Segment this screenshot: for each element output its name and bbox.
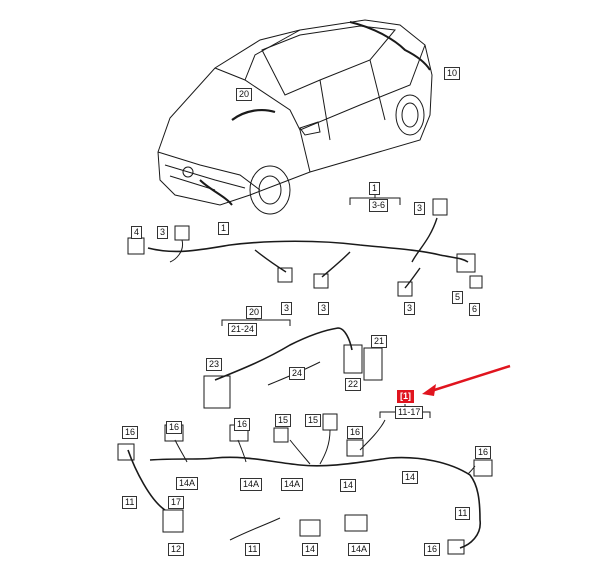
- callout-14A-c: 14A: [281, 478, 304, 491]
- callout-14-b: 14: [402, 471, 419, 484]
- callout-16-e: 16: [347, 426, 364, 439]
- callout-3-mid-a: 3: [281, 302, 293, 315]
- connector-16-a: [117, 443, 135, 461]
- callout-14A-d: 14A: [348, 543, 371, 556]
- callout-16-d: 16: [424, 543, 441, 556]
- callout-12: 12: [168, 543, 185, 556]
- connector-16-e: [346, 439, 364, 457]
- callout-16-a: 16: [122, 426, 139, 439]
- callout-20-top: 20: [236, 88, 253, 101]
- callout-highlight[interactable]: [1]: [397, 390, 414, 403]
- callout-22: 22: [345, 378, 362, 391]
- connector-5: [456, 253, 476, 273]
- callout-21-24: 21-24: [228, 323, 258, 336]
- callout-3-mid-c: 3: [404, 302, 416, 315]
- callout-17: 17: [168, 496, 185, 509]
- callout-11-a: 11: [122, 496, 138, 509]
- callout-1-harness: 1: [369, 182, 381, 195]
- callout-24: 24: [289, 367, 306, 380]
- callout-5: 5: [452, 291, 464, 304]
- highlight-arrow: [422, 364, 511, 396]
- connector-3-left: [174, 225, 190, 241]
- callout-3-top-right: 3: [414, 202, 426, 215]
- callout-3-6: 3-6: [369, 199, 389, 212]
- connector-3-mid-b: [313, 273, 329, 289]
- callout-3-mid-b: 3: [318, 302, 330, 315]
- callout-16-c: 16: [234, 418, 251, 431]
- connector-3-mid-c: [397, 281, 413, 297]
- callout-15-b: 15: [305, 414, 322, 427]
- callout-1-car: 1: [218, 222, 230, 235]
- callout-6: 6: [469, 303, 481, 316]
- rear-harness: [117, 404, 493, 555]
- callout-16-b: 16: [166, 421, 183, 434]
- connector-12: [162, 509, 184, 533]
- connector-3-mid-a: [277, 267, 293, 283]
- connector-15-b: [322, 413, 338, 431]
- callout-14A-b: 14A: [240, 478, 263, 491]
- connector-6: [469, 275, 483, 289]
- callout-15-a: 15: [275, 414, 292, 427]
- callout-3-left: 3: [157, 226, 169, 239]
- callout-14-a: 14: [340, 479, 357, 492]
- callout-23: 23: [206, 358, 223, 371]
- callout-16-f: 16: [475, 446, 492, 459]
- callout-11-c: 11: [245, 543, 261, 556]
- clip-14: [299, 519, 321, 537]
- callout-21: 21: [371, 335, 388, 348]
- connector-3-top-right: [432, 198, 448, 216]
- callout-14A-a: 14A: [176, 477, 199, 490]
- callout-10: 10: [444, 67, 461, 80]
- connector-16-f: [473, 459, 493, 477]
- callout-11-b: 11: [455, 507, 471, 520]
- callout-11-17: 11-17: [395, 406, 424, 419]
- connector-15-a: [273, 427, 289, 443]
- car-illustration: [157, 19, 433, 215]
- callout-14-c: 14: [302, 543, 319, 556]
- connector-16-d: [447, 539, 465, 555]
- clip-14A: [344, 514, 368, 532]
- front-harness: [147, 190, 469, 289]
- callout-20-mid: 20: [246, 306, 263, 319]
- connector-4: [127, 237, 145, 255]
- callout-4: 4: [131, 226, 143, 239]
